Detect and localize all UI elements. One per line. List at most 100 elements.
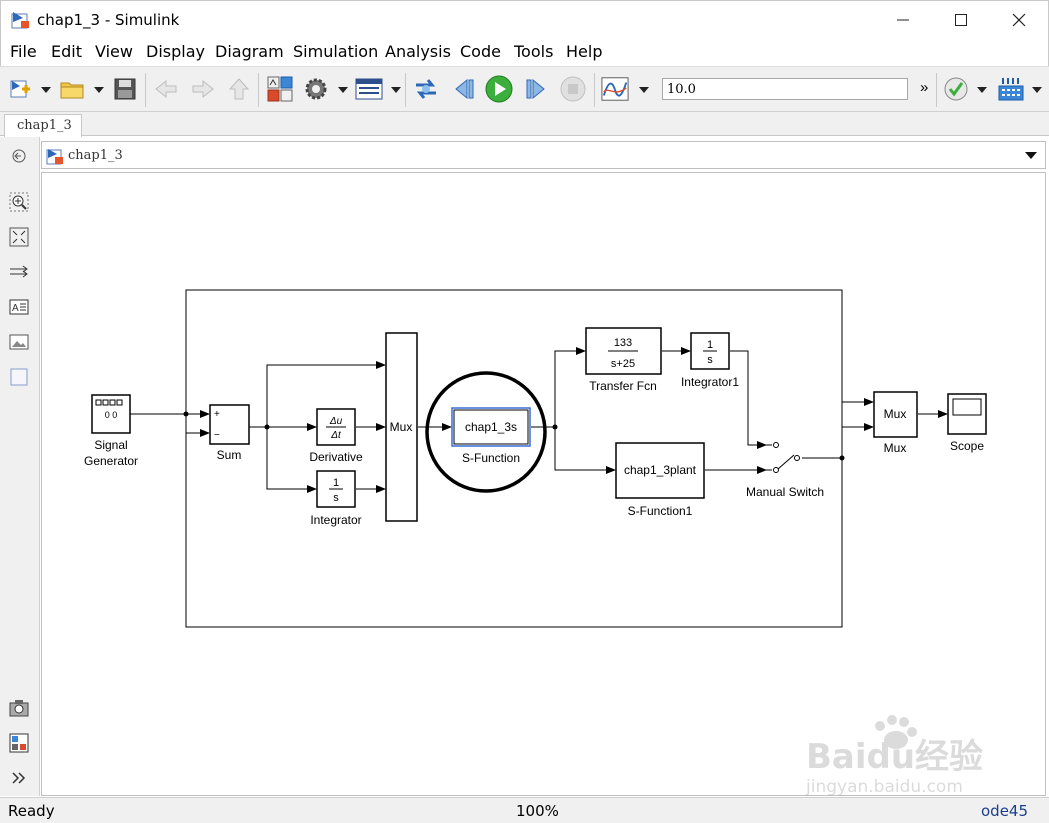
snapshot-button[interactable]	[8, 697, 30, 719]
derivative-denominator: Δt	[330, 430, 342, 441]
menu-help[interactable]: Help	[566, 42, 603, 61]
up-arrow-icon	[228, 78, 250, 100]
integrator-denominator: s	[333, 492, 339, 504]
derivative-numerator: Δu	[329, 416, 343, 427]
advisor-dropdown-arrow[interactable]	[977, 87, 987, 93]
build-icon	[998, 78, 1024, 101]
derivative-label: Derivative	[309, 450, 363, 464]
derivative-block[interactable]: Δu Δt	[316, 408, 356, 446]
model-canvas[interactable]: 0 0 Signal Generator + − Sum Δu Δt Deriv…	[41, 172, 1046, 796]
manual-switch-label: Manual Switch	[746, 485, 824, 499]
integrator-block[interactable]: 1 s	[316, 470, 356, 508]
s-function1-label: S-Function1	[628, 504, 693, 518]
annotation-button[interactable]: A	[8, 296, 30, 318]
integrator-label: Integrator	[310, 513, 361, 527]
save-icon	[114, 78, 136, 100]
status-solver[interactable]: ode45	[981, 802, 1029, 820]
build-dropdown-arrow[interactable]	[1032, 87, 1042, 93]
refresh-loop-icon	[416, 79, 436, 99]
s-function-content: chap1_3s	[465, 420, 517, 434]
signal-generator-label-1: Signal	[94, 438, 127, 452]
signal-generator-content: 0 0	[105, 410, 118, 420]
explorer-dropdown-arrow[interactable]	[391, 87, 401, 93]
menu-analysis[interactable]: Analysis	[385, 42, 451, 61]
inspector-dropdown-arrow[interactable]	[639, 87, 649, 93]
run-button[interactable]	[485, 75, 513, 103]
status-zoom: 100%	[516, 802, 559, 820]
mux2-block[interactable]: Mux	[873, 391, 918, 438]
open-button[interactable]	[58, 75, 86, 103]
model-explorer-button[interactable]	[355, 75, 383, 103]
integrator1-block[interactable]: 1 s	[690, 332, 730, 370]
step-back-button[interactable]	[450, 75, 478, 103]
model-advisor-button[interactable]	[942, 75, 970, 103]
minimize-button[interactable]	[874, 1, 932, 39]
step-forward-icon	[526, 78, 545, 100]
library-browser-button[interactable]	[266, 75, 294, 103]
area-rectangle-icon	[10, 368, 28, 386]
save-button[interactable]	[111, 75, 139, 103]
scope-block[interactable]	[947, 393, 987, 435]
back-button[interactable]	[152, 75, 180, 103]
new-model-icon	[10, 80, 30, 98]
mux-content: Mux	[390, 420, 413, 434]
route-lines-button[interactable]	[8, 261, 30, 283]
zoom-button[interactable]	[8, 191, 30, 213]
simulink-model-icon	[11, 12, 29, 29]
integrator1-denominator: s	[707, 354, 713, 366]
maximize-button[interactable]	[932, 1, 990, 39]
stop-time-input[interactable]: 10.0	[662, 78, 908, 100]
update-diagram-button[interactable]	[412, 75, 440, 103]
sum-block[interactable]: + −	[209, 404, 250, 445]
model-config-button[interactable]	[302, 75, 330, 103]
menu-file[interactable]: File	[10, 42, 37, 61]
config-dropdown-arrow[interactable]	[338, 87, 348, 93]
menu-edit[interactable]: Edit	[51, 42, 82, 61]
new-model-button[interactable]	[6, 75, 34, 103]
menu-code[interactable]: Code	[460, 42, 501, 61]
tab-chap1-3[interactable]: chap1_3	[4, 114, 82, 137]
breadcrumb-dropdown-arrow[interactable]	[1025, 152, 1037, 159]
forward-button[interactable]	[189, 75, 217, 103]
signal-generator-block[interactable]: 0 0	[91, 394, 131, 434]
new-dropdown-arrow[interactable]	[41, 87, 51, 93]
menu-tools[interactable]: Tools	[514, 42, 554, 61]
s-function-block[interactable]: chap1_3s	[451, 407, 531, 447]
fit-to-view-button[interactable]	[8, 226, 30, 248]
menu-view[interactable]: View	[95, 42, 133, 61]
breadcrumb-path[interactable]: chap1_3	[68, 148, 123, 163]
s-function1-block[interactable]: chap1_3plant	[615, 442, 705, 499]
camera-icon	[9, 700, 29, 717]
up-button[interactable]	[225, 75, 253, 103]
s-function-label: S-Function	[462, 451, 520, 465]
simulation-data-inspector-button[interactable]	[601, 75, 629, 103]
stop-button[interactable]	[559, 75, 587, 103]
hide-show-browser-button[interactable]	[8, 145, 30, 167]
breadcrumb-bar[interactable]: chap1_3	[41, 141, 1046, 169]
image-icon	[9, 334, 29, 350]
mux-block[interactable]: Mux	[385, 332, 418, 522]
scope-label: Scope	[950, 439, 984, 453]
close-button[interactable]	[990, 1, 1048, 39]
model-browser-button[interactable]	[8, 732, 30, 754]
menu-diagram[interactable]: Diagram	[215, 42, 284, 61]
block-diagram: 0 0 Signal Generator + − Sum Δu Δt Deriv…	[84, 289, 987, 628]
open-dropdown-arrow[interactable]	[94, 87, 104, 93]
area-button[interactable]	[8, 366, 30, 388]
model-explorer-icon	[355, 78, 383, 100]
back-circle-icon	[12, 149, 26, 163]
sum-label: Sum	[217, 448, 242, 462]
signal-generator-label-2: Generator	[84, 454, 138, 468]
manual-switch-block[interactable]	[766, 442, 800, 473]
menu-simulation[interactable]: Simulation	[293, 42, 379, 61]
image-button[interactable]	[8, 331, 30, 353]
toolbar-overflow-button[interactable]: »	[920, 79, 929, 96]
transfer-fcn-block[interactable]: 133 s+25	[585, 327, 662, 375]
build-button[interactable]	[997, 75, 1025, 103]
back-arrow-icon	[155, 79, 177, 99]
menu-display[interactable]: Display	[146, 42, 205, 61]
step-back-icon	[455, 78, 474, 100]
expand-palette-button[interactable]	[8, 767, 30, 789]
step-forward-button[interactable]	[522, 75, 550, 103]
mux2-label: Mux	[884, 441, 907, 455]
